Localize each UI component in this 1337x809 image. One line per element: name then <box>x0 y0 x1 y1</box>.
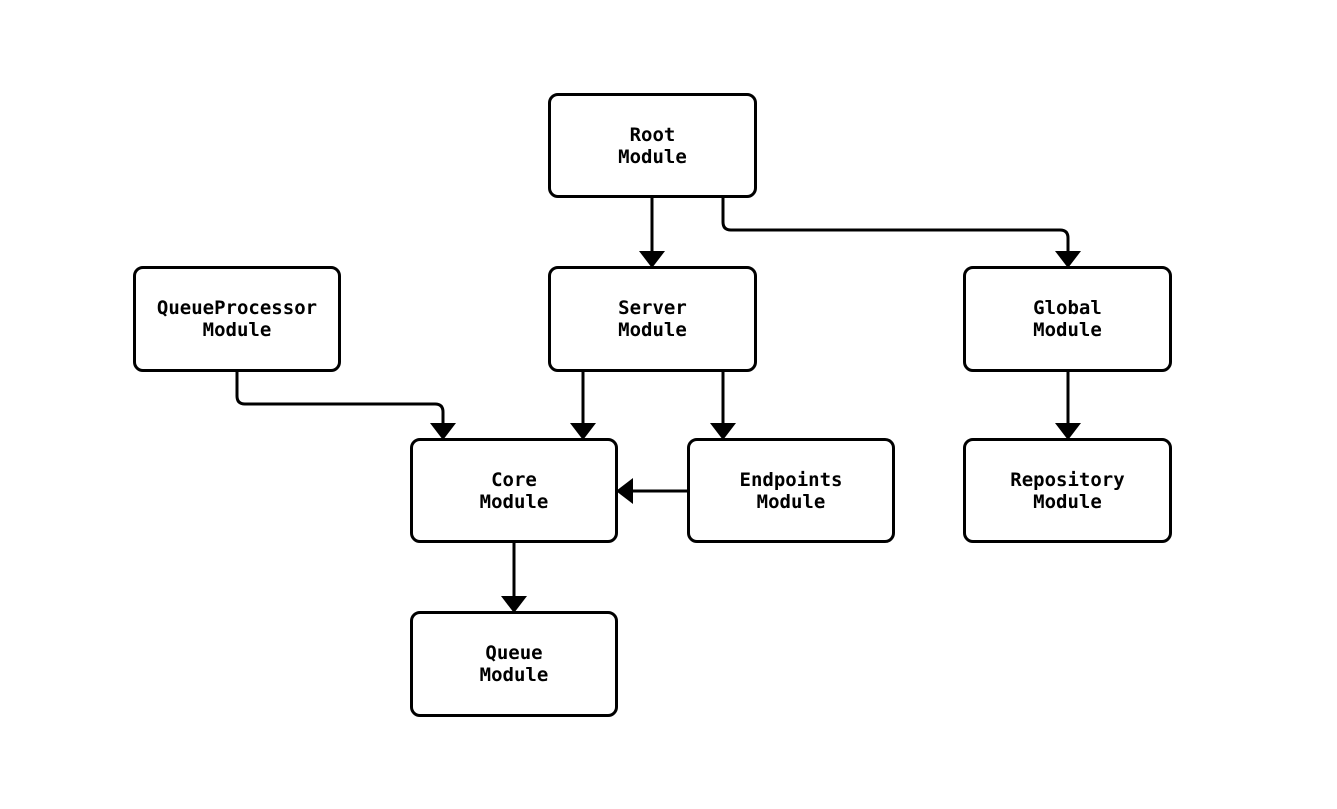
node-repository-module: Repository Module <box>963 438 1172 543</box>
node-endpoints-module: Endpoints Module <box>687 438 895 543</box>
node-label-line2: Module <box>202 319 272 341</box>
node-label-line2: Module <box>479 490 549 513</box>
node-label-line1: Repository <box>1010 468 1125 491</box>
node-root-module: Root Module <box>548 93 757 198</box>
node-label-line1: Endpoints <box>739 468 843 491</box>
edge-root-to-global <box>721 198 1081 268</box>
node-label-line1: Queue <box>485 642 543 664</box>
node-label-line1: QueueProcessor <box>156 297 318 319</box>
node-label-line2: Module <box>1033 490 1102 513</box>
node-queueprocessor-module: QueueProcessor Module <box>133 266 341 372</box>
node-label-line1: Global <box>1033 297 1102 319</box>
node-label-line2: Module <box>1033 319 1102 341</box>
node-label-line2: Module <box>618 319 687 341</box>
node-queue-module: Queue Module <box>410 611 618 717</box>
node-label-line1: Root <box>629 123 676 146</box>
node-server-module: Server Module <box>548 266 757 372</box>
node-label-line1: Core <box>491 468 537 491</box>
node-label-line2: Module <box>479 664 549 686</box>
node-label-line2: Module <box>756 490 826 513</box>
node-label-line2: Module <box>618 145 687 168</box>
node-global-module: Global Module <box>963 266 1172 372</box>
edge-queueprocessor-to-core <box>235 372 456 440</box>
node-core-module: Core Module <box>410 438 618 543</box>
node-label-line1: Server <box>618 297 687 319</box>
